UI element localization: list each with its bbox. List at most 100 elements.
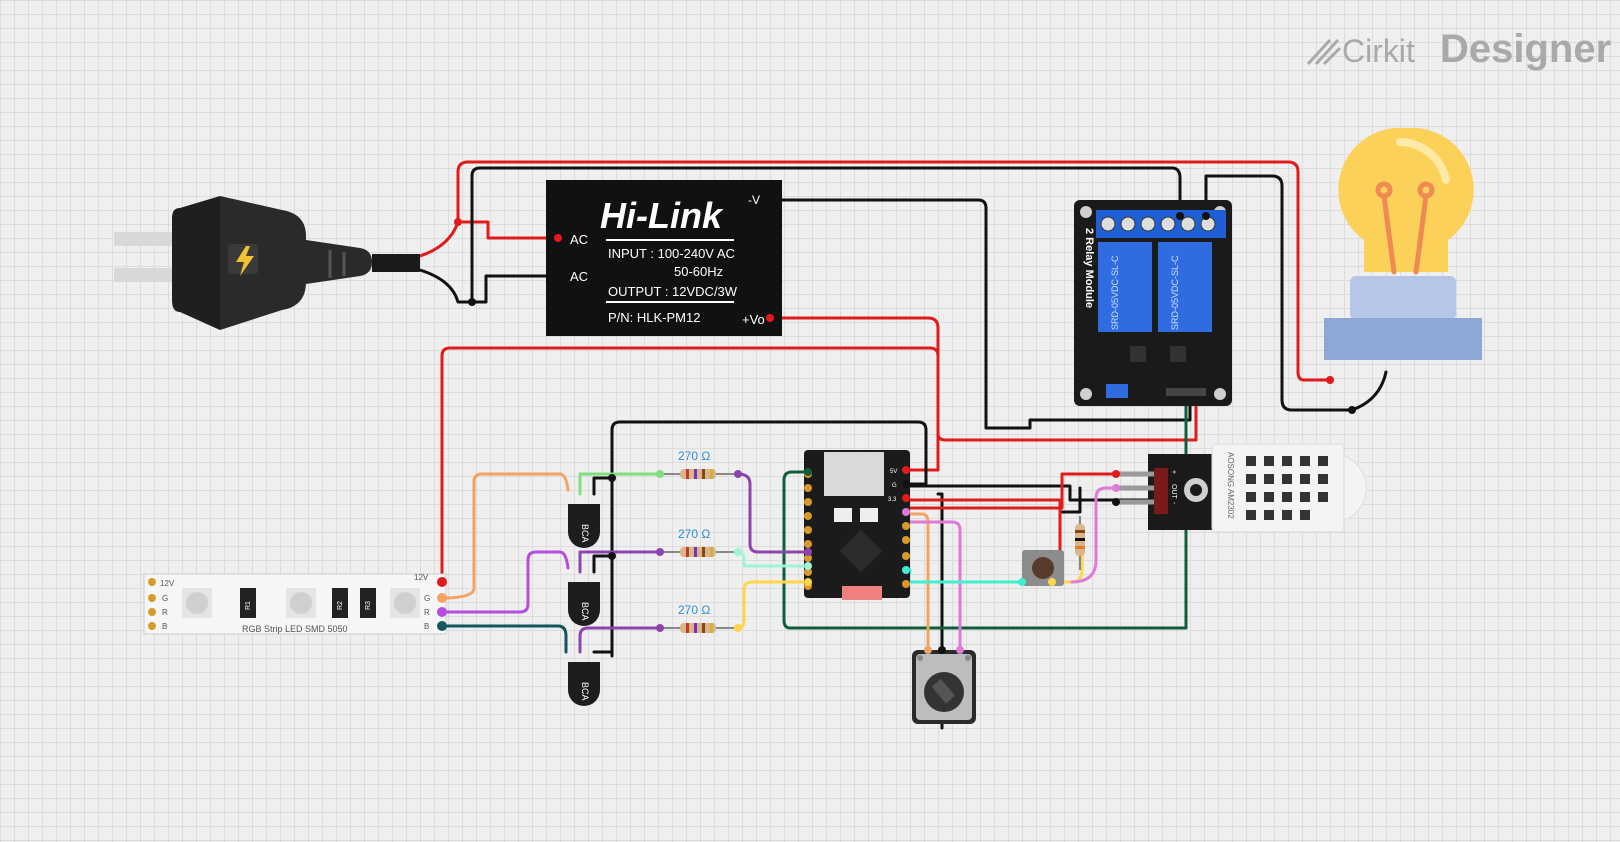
hilink-pin-ac1: AC bbox=[570, 232, 588, 247]
mcu-pin-g: G bbox=[892, 483, 897, 489]
hilink-pin-ac2: AC bbox=[570, 269, 588, 284]
hilink-pin-vminus: -V bbox=[748, 193, 760, 207]
light-bulb[interactable] bbox=[1324, 127, 1482, 360]
mcu-pin-5v: 5V bbox=[890, 469, 897, 475]
strip-led bbox=[182, 588, 420, 618]
sensor-grille bbox=[1246, 456, 1328, 520]
wire-orange[interactable] bbox=[440, 472, 570, 600]
transistor-1-label: BCA bbox=[580, 524, 590, 543]
pullup-resistor[interactable] bbox=[1075, 516, 1085, 570]
brand-icon bbox=[1306, 38, 1342, 66]
hilink-body bbox=[546, 180, 782, 336]
potentiometer[interactable] bbox=[912, 650, 976, 724]
pot-knob[interactable] bbox=[931, 678, 956, 704]
button-cap[interactable] bbox=[1032, 557, 1054, 579]
bulb-socket bbox=[1350, 276, 1456, 320]
resistor-3[interactable]: 270 Ω bbox=[660, 603, 738, 633]
strip-left-pin-12v: 12V bbox=[160, 579, 175, 588]
sensor-pin-plus: + bbox=[1170, 470, 1177, 474]
relay-coil-1-label: SRD-05VDC-SL-C bbox=[1110, 255, 1120, 330]
bulb-filament bbox=[1375, 181, 1435, 275]
plug-cable bbox=[372, 254, 420, 272]
bulb-glass bbox=[1338, 127, 1474, 273]
wire-teal[interactable] bbox=[440, 624, 568, 654]
hilink-pn: P/N: HLK-PM12 bbox=[608, 310, 700, 325]
wire-yellow-r3[interactable] bbox=[736, 580, 812, 630]
wire-light-cyan-r2[interactable] bbox=[736, 550, 812, 568]
sensor-pin-minus: - bbox=[1170, 502, 1177, 505]
mcu-antenna bbox=[842, 586, 882, 600]
transistor-3[interactable]: BCA bbox=[568, 662, 600, 706]
wire-black-mains[interactable] bbox=[418, 166, 1182, 304]
lightning-icon bbox=[236, 246, 254, 276]
strip-right-pin-b: B bbox=[424, 622, 429, 631]
relay-coil-1 bbox=[1098, 242, 1152, 332]
strip-right-pin-r: R bbox=[424, 608, 430, 617]
resistor-2-label: 270 Ω bbox=[678, 527, 710, 541]
strip-label: RGB Strip LED SMD 5050 bbox=[242, 624, 348, 634]
strip-left-pin-b: B bbox=[162, 622, 167, 631]
brand-name-1: Cirkit bbox=[1342, 33, 1415, 69]
brand-logo: Cirkit Designer bbox=[1306, 27, 1611, 71]
bulb-base bbox=[1324, 318, 1482, 360]
dht-sensor[interactable]: + OUT - AOSONG AM2302 bbox=[1116, 443, 1368, 533]
plug-strain-relief bbox=[306, 240, 372, 284]
hilink-output: OUTPUT : 12VDC/3W bbox=[608, 284, 738, 299]
sensor-label: AOSONG AM2302 bbox=[1226, 452, 1235, 519]
hilink-freq: 50-60Hz bbox=[674, 264, 723, 279]
resistor-3-label: 270 Ω bbox=[678, 603, 710, 617]
rgb-led-strip[interactable]: 12V G R B 12V G R B R1 R2 R3 RGB Strip L… bbox=[143, 573, 447, 635]
wire-black-ac2[interactable] bbox=[470, 274, 560, 304]
resistor-2[interactable]: 270 Ω bbox=[660, 527, 738, 557]
wire-purple-r1[interactable] bbox=[736, 472, 812, 554]
wire-light-green[interactable] bbox=[578, 472, 662, 496]
wire-black-button[interactable] bbox=[1058, 486, 1082, 514]
wire-green-relay-in[interactable] bbox=[782, 390, 1188, 630]
hilink-power-module[interactable]: Hi-Link INPUT : 100-240V AC 50-60Hz OUTP… bbox=[546, 180, 782, 336]
transistor-3-label: BCA bbox=[580, 682, 590, 701]
strip-right-pin-12v: 12V bbox=[414, 573, 429, 582]
strip-r2: R2 bbox=[337, 601, 344, 610]
strip-smd-resistor bbox=[240, 588, 376, 618]
wire-purple-t3[interactable] bbox=[578, 626, 662, 654]
usb-c-port bbox=[824, 452, 884, 496]
wire-red-3v3[interactable] bbox=[908, 498, 1062, 558]
wire-pink-sensor[interactable] bbox=[1070, 486, 1118, 584]
transistor-2[interactable]: BCA bbox=[568, 582, 600, 626]
transistor-2-label: BCA bbox=[580, 602, 590, 621]
wire-black-gnd-rail[interactable] bbox=[610, 420, 928, 658]
strip-left-pin-g: G bbox=[162, 594, 168, 603]
strip-left-pin-r: R bbox=[162, 608, 168, 617]
power-plug[interactable] bbox=[114, 196, 420, 330]
wire-black-vminus[interactable] bbox=[768, 198, 1192, 430]
wires bbox=[418, 160, 1388, 730]
resistor-1-label: 270 Ω bbox=[678, 449, 710, 463]
wire-violet[interactable] bbox=[440, 550, 570, 614]
hilink-input: INPUT : 100-240V AC bbox=[608, 246, 735, 261]
wire-black-t2-gnd[interactable] bbox=[592, 554, 614, 574]
relay-module[interactable]: SRD-05VDC-SL-C SRD-05VDC-SL-C 2 Relay Mo… bbox=[1074, 200, 1232, 406]
wire-red-vplus[interactable] bbox=[768, 316, 940, 472]
plug-face bbox=[172, 196, 220, 330]
resistor-1[interactable]: 270 Ω bbox=[660, 449, 738, 479]
wire-black-relay-bulb[interactable] bbox=[1204, 174, 1388, 412]
wire-red-12v[interactable] bbox=[440, 346, 1198, 584]
wire-red-mains[interactable] bbox=[418, 160, 1332, 382]
relay-label: 2 Relay Module bbox=[1083, 228, 1095, 308]
relay-coil-2-label: SRD-05VDC-SL-C bbox=[1170, 255, 1180, 330]
wire-cyan-button[interactable] bbox=[906, 568, 1024, 584]
brand-name-2: Designer bbox=[1440, 27, 1611, 71]
wire-pink-pot[interactable] bbox=[908, 520, 962, 652]
plug-prong-bottom bbox=[114, 268, 184, 282]
wire-black-t1-gnd[interactable] bbox=[592, 476, 614, 496]
push-button[interactable] bbox=[1022, 550, 1064, 586]
wire-purple-t2[interactable] bbox=[578, 550, 662, 574]
strip-right-pin-g: G bbox=[424, 594, 430, 603]
junctions bbox=[454, 196, 1356, 654]
transistor-1[interactable]: BCA bbox=[568, 504, 600, 548]
plug-body bbox=[220, 196, 306, 330]
mcu-board[interactable]: 5V G 3.3 bbox=[804, 450, 910, 600]
mcu-pin-3v3: 3.3 bbox=[888, 497, 897, 503]
